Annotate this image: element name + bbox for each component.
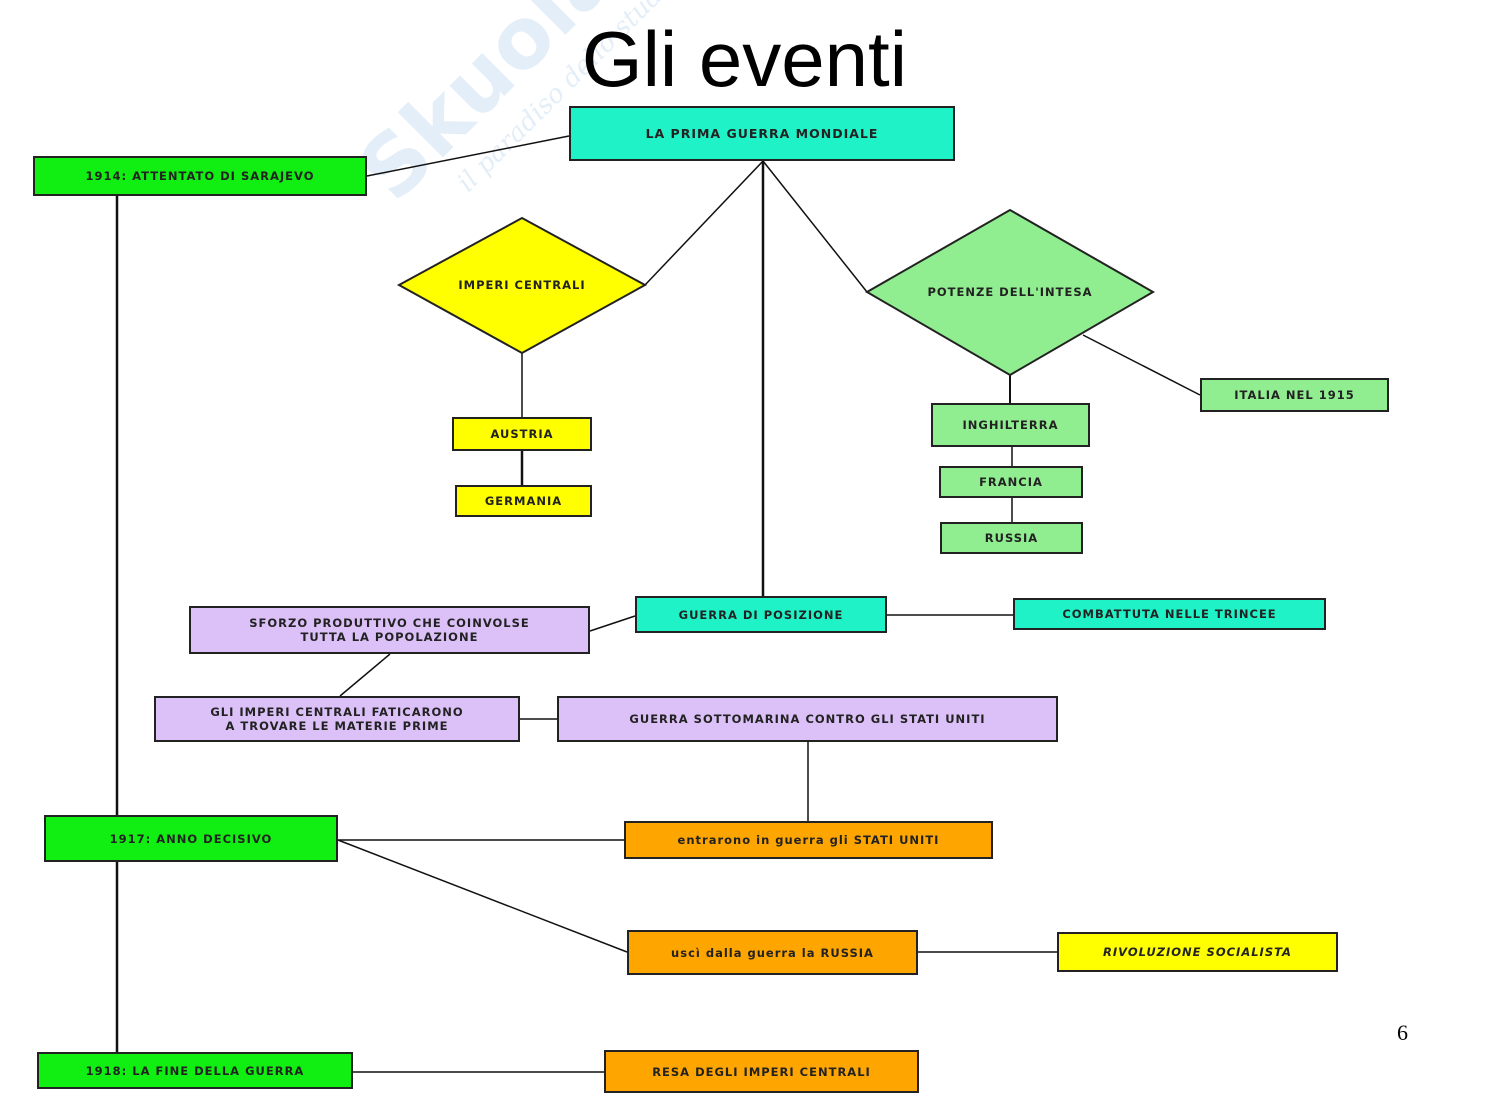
page-number: 6 [1397, 1020, 1408, 1045]
node-uscita-russia: uscì dalla guerra la RUSSIA [627, 930, 918, 975]
connector [337, 839, 628, 953]
node-austria: AUSTRIA [452, 417, 592, 451]
node-sforzo: SFORZO PRODUTTIVO CHE COINVOLSE TUTTA LA… [189, 606, 590, 654]
node-russia: RUSSIA [940, 522, 1083, 554]
node-italia: ITALIA NEL 1915 [1200, 378, 1389, 412]
connector [762, 160, 868, 293]
node-materie-prime: GLI IMPERI CENTRALI FATICARONO A TROVARE… [154, 696, 520, 742]
node-stati-uniti: entrarono in guerra gli STATI UNITI [624, 821, 993, 859]
node-combattuta: COMBATTUTA NELLE TRINCEE [1013, 598, 1326, 630]
node-sottomarina: GUERRA SOTTOMARINA CONTRO GLI STATI UNIT… [557, 696, 1058, 742]
node-potenze-intesa: POTENZE DELL'INTESA [927, 285, 1093, 299]
node-rivoluzione: RIVOLUZIONE SOCIALISTA [1057, 932, 1338, 972]
node-sarajevo: 1914: ATTENTATO DI SARAJEVO [33, 156, 367, 196]
node-root: LA PRIMA GUERRA MONDIALE [569, 106, 955, 161]
node-1917: 1917: ANNO DECISIVO [44, 815, 338, 862]
node-guerra-posizione: GUERRA DI POSIZIONE [635, 596, 887, 633]
potenze-intesa-diamond [864, 208, 1156, 377]
slide-title: Gli eventi [581, 15, 908, 103]
node-francia: FRANCIA [939, 466, 1083, 498]
connector [589, 615, 636, 632]
imperi-centrali-diamond [396, 216, 648, 355]
connector [339, 653, 391, 697]
node-imperi-centrali: IMPERI CENTRALI [458, 278, 586, 292]
connector [644, 160, 764, 286]
node-resa: RESA DEGLI IMPERI CENTRALI [604, 1050, 919, 1093]
node-germania: GERMANIA [455, 485, 592, 517]
connector [366, 135, 570, 177]
node-inghilterra: INGHILTERRA [931, 403, 1090, 447]
node-1918: 1918: LA FINE DELLA GUERRA [37, 1052, 353, 1089]
connector [1082, 334, 1201, 396]
